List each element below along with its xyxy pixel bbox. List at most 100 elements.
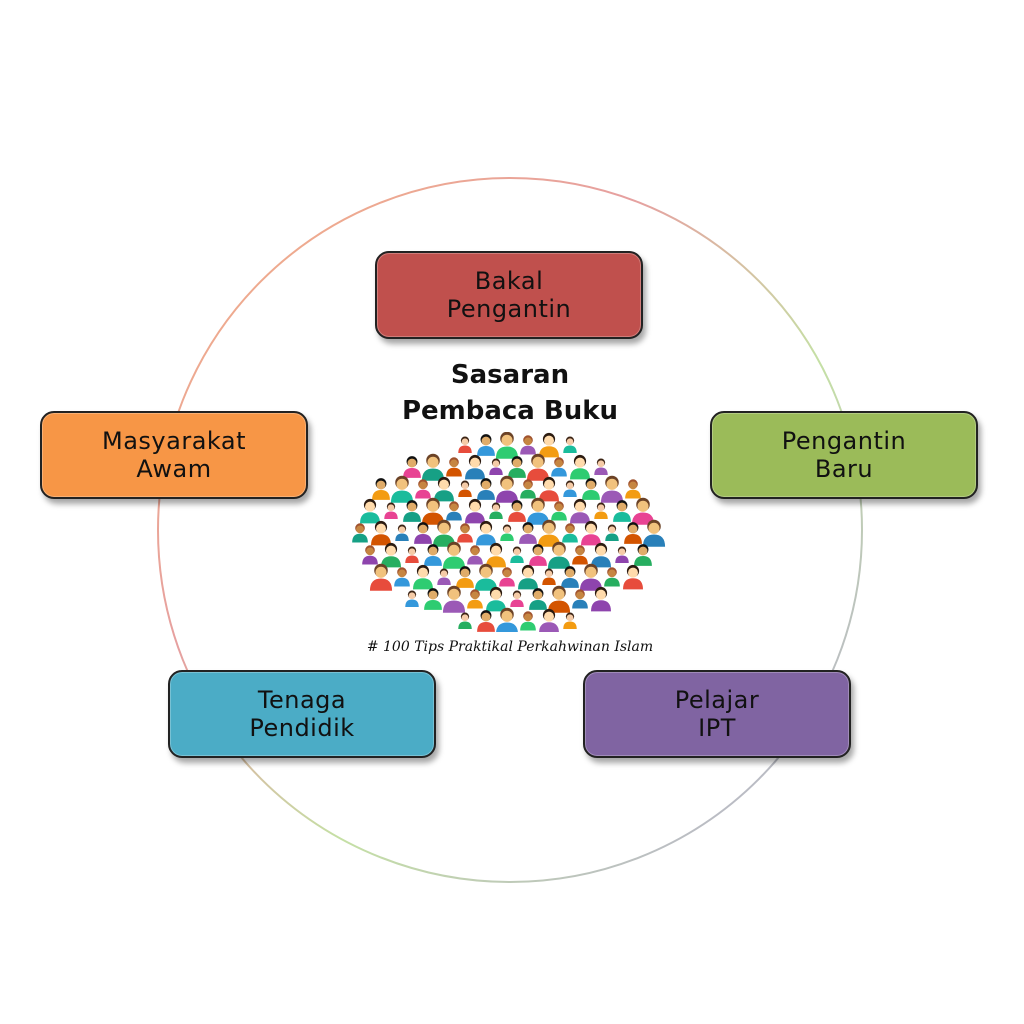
people-crowd-illustration [352,432,666,632]
person-icon [414,522,432,544]
person-icon [495,432,519,459]
node-label-line1: Pengantin [781,427,907,455]
person-icon [600,475,624,503]
person-icon [624,522,642,544]
person-icon [539,432,559,458]
person-icon [495,475,519,503]
person-icon [442,541,466,569]
node-label-line1: Bakal [474,267,544,295]
person-icon [465,454,485,480]
person-icon [615,546,629,563]
person-icon [510,590,524,607]
person-icon [362,545,378,565]
person-icon [434,476,454,502]
person-icon [561,566,579,588]
person-icon [520,435,536,455]
person-icon [489,502,503,519]
person-icon [403,456,421,478]
node-masyarakat-awam: Masyarakat Awam [40,411,308,499]
person-icon [551,501,567,521]
person-icon [381,542,401,568]
person-icon [424,588,442,610]
person-icon [500,524,514,541]
person-icon [486,586,506,612]
person-icon [489,458,503,475]
person-icon [581,520,601,546]
person-icon [474,563,498,591]
node-label-line1: Tenaga [257,686,347,714]
diagram-title: Sasaran Pembaca Buku [395,357,625,429]
person-icon [572,545,588,565]
person-icon [510,546,524,563]
person-icon [405,590,419,607]
person-icon [458,480,472,497]
person-icon [371,520,391,546]
person-icon [456,566,474,588]
person-icon [395,524,409,541]
person-icon [421,497,445,525]
person-icon [518,564,538,590]
title-line2: Pembaca Buku [401,396,619,426]
person-icon [623,564,643,590]
person-icon [486,542,506,568]
title-line1: Sasaran [450,360,570,390]
person-icon [369,563,393,591]
person-icon [352,523,368,543]
person-icon [520,479,536,499]
person-icon [437,568,451,585]
person-icon [591,542,611,568]
person-icon [499,567,515,587]
person-icon [634,544,652,566]
person-icon [563,480,577,497]
person-icon [520,611,536,631]
person-icon [413,564,433,590]
person-icon [465,498,485,524]
person-icon [446,501,462,521]
person-icon [613,500,631,522]
person-icon [547,541,571,569]
person-icon [394,567,410,587]
node-pengantin-baru: Pengantin Baru [710,411,978,499]
caption-text: # 100 Tips Praktikal Perkahwinan Islam [366,639,654,655]
person-icon [604,567,620,587]
person-icon [572,589,588,609]
node-label-line2: Baru [814,455,874,483]
person-icon [547,585,571,613]
person-icon [642,519,666,547]
person-icon [446,457,462,477]
node-label-line1: Masyarakat [102,427,246,455]
person-icon [594,458,608,475]
person-icon [421,453,445,481]
person-icon [508,500,526,522]
person-icon [476,520,496,546]
node-pelajar-ipt: Pelajar IPT [583,670,851,758]
person-icon [563,436,577,453]
node-label-line2: IPT [698,714,736,742]
person-icon [570,498,590,524]
person-icon [582,478,600,500]
person-icon [384,502,398,519]
person-icon [526,453,550,481]
node-label-line2: Awam [136,455,212,483]
node-bakal-pengantin: Bakal Pengantin [375,251,643,339]
person-icon [458,436,472,453]
person-icon [467,545,483,565]
node-label-line2: Pengantin [446,295,572,323]
person-icon [442,585,466,613]
person-icon [496,607,518,632]
person-icon [526,497,550,525]
person-icon [477,478,495,500]
person-icon [477,610,495,632]
person-icon [477,434,495,456]
person-icon [403,500,421,522]
person-icon [605,524,619,541]
person-icon [562,523,578,543]
person-icon [563,612,577,629]
person-icon [508,456,526,478]
person-icon [360,498,380,524]
person-icon [551,457,567,477]
person-icon [390,475,414,503]
person-icon [631,497,655,525]
person-icon [625,479,641,499]
person-icon [457,523,473,543]
